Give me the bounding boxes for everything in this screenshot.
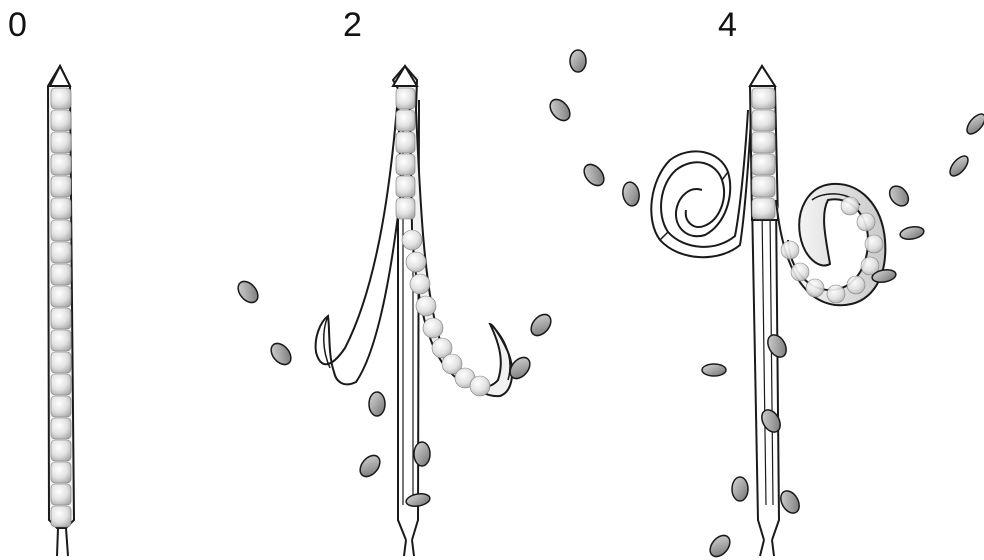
seed-segment — [51, 484, 71, 505]
seed — [706, 532, 734, 560]
seed-segment — [396, 154, 415, 175]
seed — [580, 161, 608, 190]
seed-segment — [752, 88, 775, 109]
seed-segment — [406, 252, 426, 272]
seed-segment — [857, 213, 875, 231]
seed-segment — [51, 330, 71, 351]
seed-segment — [752, 176, 775, 197]
seed — [267, 340, 295, 369]
seed-segment — [470, 376, 490, 396]
seed-segment — [752, 110, 775, 131]
seed-segment — [51, 88, 71, 109]
seed — [356, 452, 384, 481]
seed — [405, 492, 431, 508]
seed-segment — [423, 318, 443, 338]
seed-segments-2 — [396, 88, 490, 396]
seed-segment — [51, 220, 71, 241]
seed-segment — [51, 176, 71, 197]
seed-segment — [396, 198, 415, 219]
seed-segment — [410, 274, 430, 294]
seed-segment — [827, 285, 845, 303]
seed-segment — [752, 154, 775, 175]
seed-segment — [51, 506, 71, 527]
seed — [570, 50, 586, 72]
pod-stalk-0 — [57, 528, 68, 556]
seed-segment — [752, 198, 775, 219]
seed-segment — [51, 286, 71, 307]
scattered-seeds — [234, 50, 984, 560]
seed-segment — [752, 132, 775, 153]
seed-segment — [841, 197, 859, 215]
seed-segment — [396, 88, 415, 109]
seed — [702, 364, 726, 376]
seed — [886, 182, 912, 209]
seed-segment — [51, 242, 71, 263]
seed-segment — [865, 235, 883, 253]
left-valve-2 — [316, 95, 401, 384]
seed — [621, 181, 641, 207]
left-coil-4 — [651, 110, 751, 257]
pod-stage-4 — [651, 66, 885, 556]
seed — [964, 111, 984, 137]
seed — [899, 225, 925, 241]
seed-segment — [51, 440, 71, 461]
seed-segment — [51, 154, 71, 175]
seed-segment — [51, 374, 71, 395]
seed-segment — [51, 462, 71, 483]
seed — [947, 153, 972, 179]
seed — [732, 477, 748, 501]
seed-segment — [416, 296, 436, 316]
seed — [546, 96, 574, 125]
seed-segment — [402, 230, 422, 250]
seed-segment — [791, 263, 809, 281]
seed-segment — [51, 132, 71, 153]
seed — [777, 488, 803, 517]
seed-segment — [781, 241, 799, 259]
seed-segment — [806, 279, 824, 297]
seed-segment — [396, 176, 415, 197]
right-coil-4 — [776, 184, 885, 305]
seed — [414, 442, 430, 466]
pod-stage-0 — [48, 66, 74, 556]
seed — [234, 278, 262, 307]
seed-segment — [51, 396, 71, 417]
seed-segment — [51, 418, 71, 439]
seed — [758, 407, 784, 436]
seed-segment — [51, 264, 71, 285]
seed-segment — [396, 132, 415, 153]
pod-stage-2 — [316, 66, 513, 556]
seed-segment — [51, 352, 71, 373]
seed-segment — [396, 110, 415, 131]
seed-segment — [51, 110, 71, 131]
seed-segment — [51, 198, 71, 219]
seed — [764, 332, 790, 361]
seed-segment — [847, 276, 865, 294]
seed-segment — [51, 308, 71, 329]
seed — [369, 392, 385, 416]
seed — [527, 311, 555, 340]
